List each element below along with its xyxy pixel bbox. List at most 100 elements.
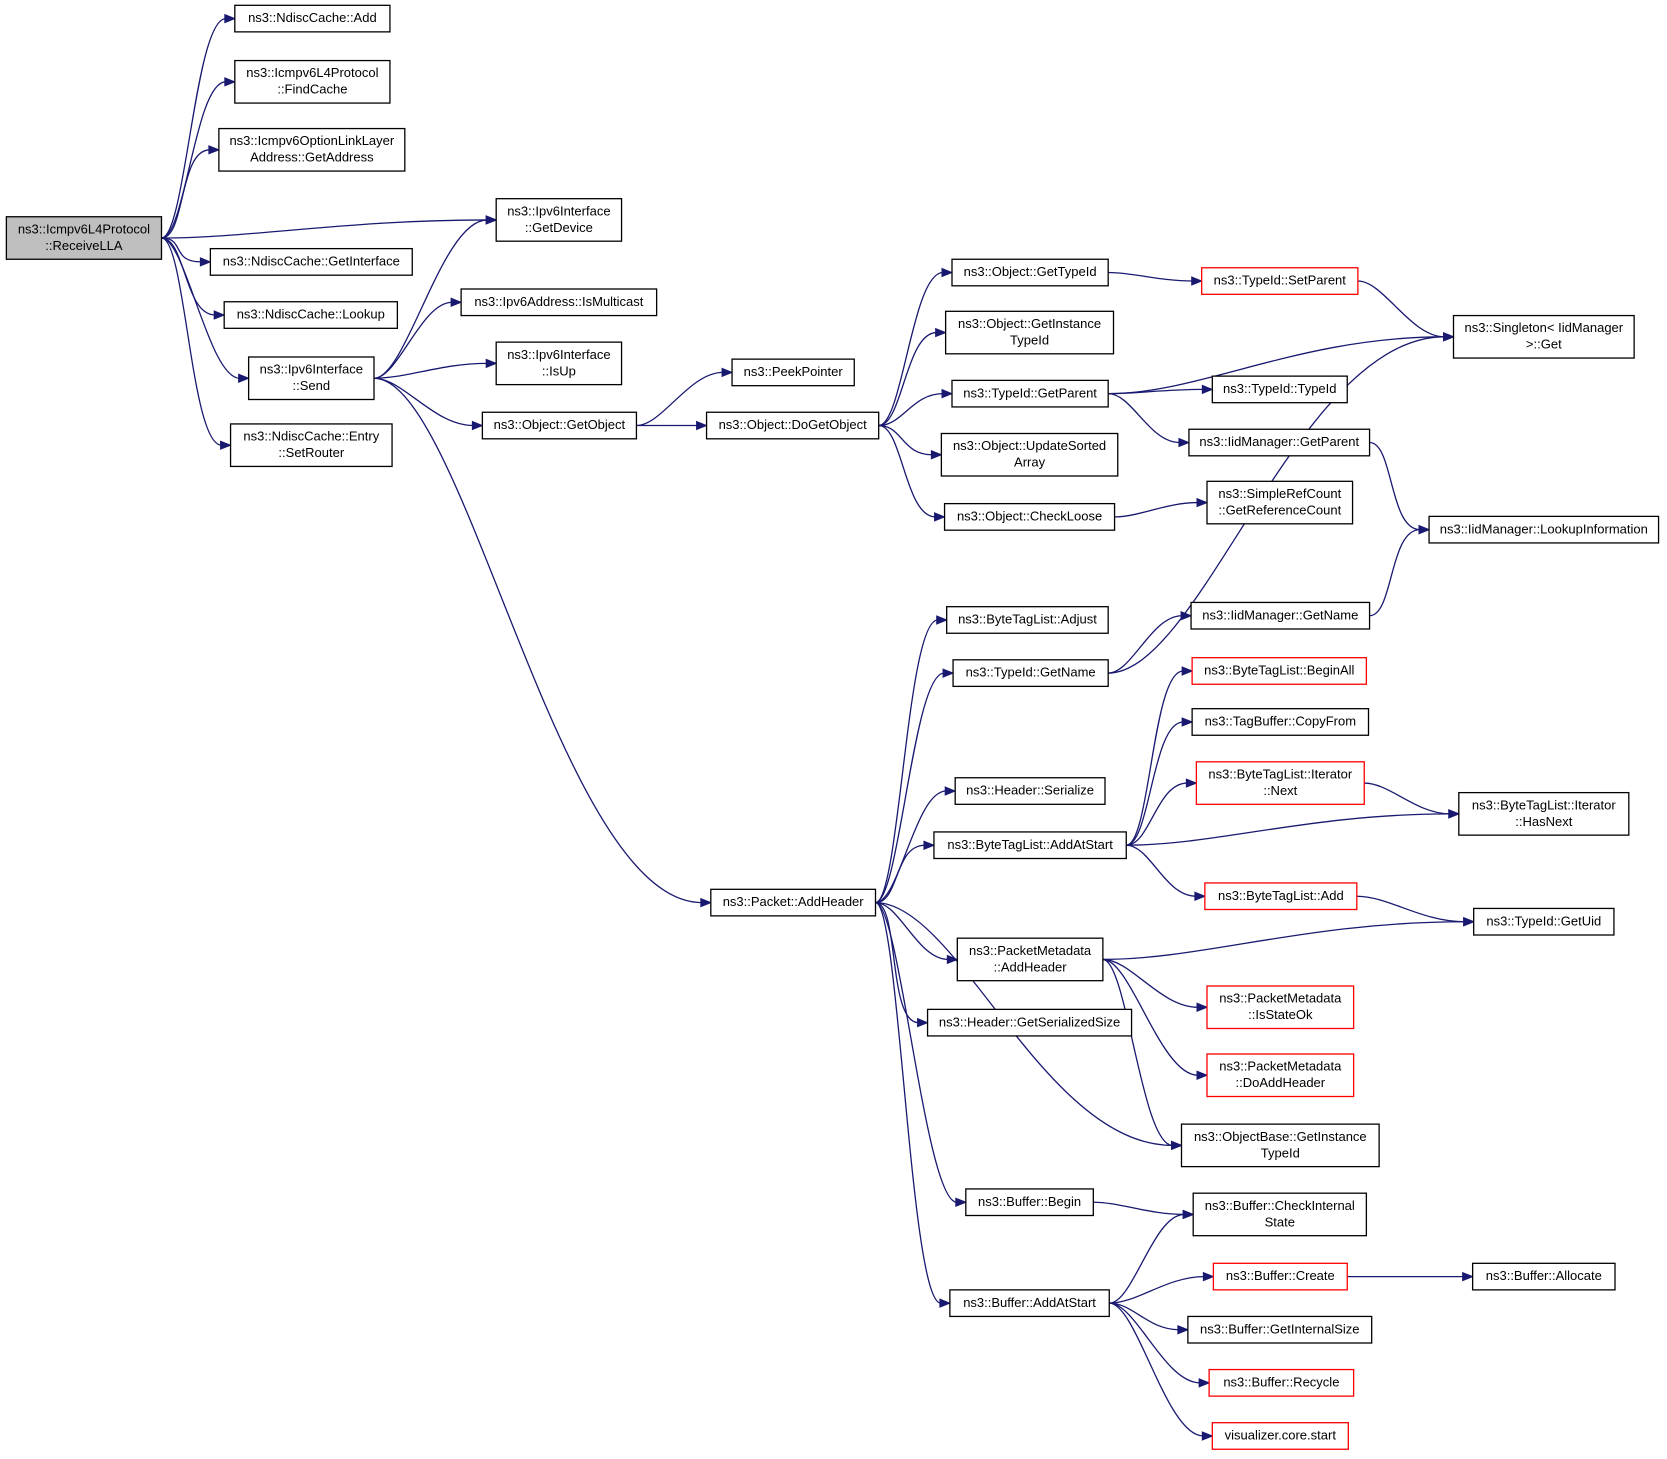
edge-packet_add_header-to-bytetaglist_adjust <box>875 619 938 904</box>
node-typeid-typeid[interactable]: ns3::TypeId::TypeId <box>1211 375 1348 404</box>
node-simple-ref-count[interactable]: ns3::SimpleRefCount::GetReferenceCount <box>1206 480 1354 525</box>
node-box <box>218 127 406 172</box>
node-box <box>1206 480 1354 525</box>
node-iterator-next[interactable]: ns3::ByteTagList::Iterator::Next <box>1195 761 1365 805</box>
node-ipv6if-get-device[interactable]: ns3::Ipv6Interface::GetDevice <box>495 198 623 242</box>
edge-object_check_loose-to-simple_ref_count <box>1114 501 1199 518</box>
node-label: ::Next <box>1263 783 1297 798</box>
node-buffer-allocate[interactable]: ns3::Buffer::Allocate <box>1471 1262 1616 1291</box>
node-label: ns3::PacketMetadata <box>1219 1059 1342 1074</box>
arrowhead-receive_lla-to-ndisc_get_interface <box>199 257 212 267</box>
node-label: ns3::NdiscCache::Add <box>248 10 377 25</box>
node-label: ::DoAddHeader <box>1236 1075 1326 1090</box>
node-receive-lla[interactable]: ns3::Icmpv6L4Protocol::ReceiveLLA <box>5 216 163 260</box>
node-object-get-type-id[interactable]: ns3::Object::GetTypeId <box>951 258 1109 287</box>
node-label: ns3::ObjectBase::GetInstance <box>1194 1129 1367 1144</box>
node-typeid-set-parent[interactable]: ns3::TypeId::SetParent <box>1201 267 1359 295</box>
node-bytetaglist-adjust[interactable]: ns3::ByteTagList::Adjust <box>946 606 1109 634</box>
node-ndisc-add[interactable]: ns3::NdiscCache::Add <box>234 4 391 33</box>
node-typeid-get-uid[interactable]: ns3::TypeId::GetUid <box>1473 907 1615 936</box>
node-label: ns3::Buffer::Recycle <box>1223 1374 1339 1389</box>
node-ipv6if-is-up[interactable]: ns3::Ipv6Interface::IsUp <box>495 341 623 386</box>
node-peek-pointer[interactable]: ns3::PeekPointer <box>731 358 855 387</box>
node-buffer-recycle[interactable]: ns3::Buffer::Recycle <box>1208 1368 1355 1397</box>
node-label: ::IsStateOk <box>1248 1007 1313 1022</box>
node-packetmetadata-is-state-ok[interactable]: ns3::PacketMetadata::IsStateOk <box>1206 985 1355 1030</box>
edge-packet_add_header-to-buffer_add_at_start <box>875 901 942 1304</box>
arrowhead-object_get_type_id-to-typeid_set_parent <box>1191 276 1204 286</box>
node-bytetaglist-add-at-start[interactable]: ns3::ByteTagList::AddAtStart <box>933 831 1127 860</box>
node-box <box>965 1188 1094 1217</box>
node-box <box>954 777 1106 805</box>
node-buffer-begin[interactable]: ns3::Buffer::Begin <box>965 1188 1094 1217</box>
node-label: ns3::Object::GetObject <box>494 417 626 432</box>
node-box <box>940 432 1119 477</box>
node-object-get-object[interactable]: ns3::Object::GetObject <box>481 411 638 440</box>
node-singleton-get[interactable]: ns3::Singleton< IidManager>::Get <box>1452 314 1635 359</box>
node-ndisc-lookup[interactable]: ns3::NdiscCache::Lookup <box>223 301 399 329</box>
edge-packet_add_header-to-header_serialize <box>875 790 947 904</box>
node-ipv6addr-is-multicast[interactable]: ns3::Ipv6Address::IsMulticast <box>460 288 658 317</box>
node-bytetaglist-begin-all[interactable]: ns3::ByteTagList::BeginAll <box>1191 657 1368 685</box>
node-opt-get-address[interactable]: ns3::Icmpv6OptionLinkLayerAddress::GetAd… <box>218 127 406 172</box>
node-label: ns3::Icmpv6L4Protocol <box>18 221 150 236</box>
node-buffer-get-internal-size[interactable]: ns3::Buffer::GetInternalSize <box>1187 1315 1373 1344</box>
node-header-serialize[interactable]: ns3::Header::Serialize <box>954 777 1106 805</box>
arrowhead-receive_lla-to-ndisc_lookup <box>213 310 226 320</box>
node-ndisc-get-interface[interactable]: ns3::NdiscCache::GetInterface <box>209 247 413 276</box>
node-buffer-add-at-start[interactable]: ns3::Buffer::AddAtStart <box>949 1289 1110 1318</box>
node-typeid-get-parent[interactable]: ns3::TypeId::GetParent <box>951 379 1109 408</box>
nodes-layer: ns3::Icmpv6L4Protocol::ReceiveLLAns3::Nd… <box>5 4 1660 1450</box>
edge-buffer_begin-to-buffer_check_internal_state <box>1093 1201 1185 1216</box>
node-box <box>1458 791 1630 836</box>
node-box <box>1191 657 1368 685</box>
edge-packet_add_header-to-buffer_begin <box>875 901 958 1203</box>
node-typeid-get-name[interactable]: ns3::TypeId::GetName <box>952 659 1109 688</box>
node-label: ns3::Object::GetInstance <box>958 316 1101 331</box>
node-find-cache[interactable]: ns3::Icmpv6L4Protocol::FindCache <box>234 59 391 104</box>
edge-packet_add_header-to-header_get_serialized_size <box>875 901 919 1024</box>
edge-packet_add_header-to-typeid_get_name <box>875 672 945 904</box>
node-ipv6if-send[interactable]: ns3::Ipv6Interface::Send <box>247 356 375 401</box>
node-bytetaglist-add[interactable]: ns3::ByteTagList::Add <box>1204 882 1358 911</box>
edge-packetmetadata_add_header-to-packetmetadata_is_state_ok <box>1102 958 1199 1008</box>
node-object-check-loose[interactable]: ns3::Object::CheckLoose <box>943 502 1116 531</box>
edge-typeid_get_parent-to-typeid_typeid <box>1108 388 1204 395</box>
node-iidmanager-get-name[interactable]: ns3::IidManager::GetName <box>1190 601 1371 630</box>
edge-object_do_get_object-to-object_update_sorted_array <box>878 424 933 456</box>
node-packet-add-header[interactable]: ns3::Packet::AddHeader <box>710 888 877 917</box>
node-iidmanager-lookup-information[interactable]: ns3::IidManager::LookupInformation <box>1428 515 1660 544</box>
edge-object_do_get_object-to-object_check_loose <box>878 424 936 518</box>
node-label: Array <box>1014 455 1046 470</box>
node-object-do-get-object[interactable]: ns3::Object::DoGetObject <box>705 411 880 440</box>
arrowhead-packet_add_header-to-packetmetadata_add_header <box>946 954 959 965</box>
arrowhead-object_check_loose-to-simple_ref_count <box>1196 497 1209 508</box>
arrowhead-buffer_create-to-buffer_allocate <box>1462 1271 1474 1282</box>
node-tagbuffer-copy-from[interactable]: ns3::TagBuffer::CopyFrom <box>1191 708 1370 736</box>
arrowhead-buffer_add_at_start-to-buffer_recycle <box>1198 1378 1211 1388</box>
node-packetmetadata-do-add-header[interactable]: ns3::PacketMetadata::DoAddHeader <box>1206 1053 1355 1098</box>
node-header-get-serialized-size[interactable]: ns3::Header::GetSerializedSize <box>926 1008 1133 1037</box>
node-buffer-create[interactable]: ns3::Buffer::Create <box>1212 1262 1348 1291</box>
edge-bytetaglist_add_at_start-to-iterator_next <box>1126 782 1188 846</box>
arrowhead-object_do_get_object-to-object_get_instance_type_id <box>935 327 947 338</box>
node-label: ns3::Singleton< IidManager <box>1464 320 1623 335</box>
node-label: ns3::Ipv6Interface <box>260 362 363 377</box>
node-label: ns3::IidManager::LookupInformation <box>1440 521 1648 536</box>
node-box <box>956 937 1104 982</box>
edge-bytetaglist_add_at_start-to-bytetaglist_add <box>1126 844 1196 897</box>
arrowhead-receive_lla-to-entry_set_router <box>220 440 232 450</box>
node-entry-set-router[interactable]: ns3::NdiscCache::Entry::SetRouter <box>229 423 393 468</box>
node-iterator-has-next[interactable]: ns3::ByteTagList::Iterator::HasNext <box>1458 791 1630 836</box>
node-iidmanager-get-parent[interactable]: ns3::IidManager::GetParent <box>1188 428 1371 457</box>
node-label: ::AddHeader <box>994 959 1068 974</box>
node-label: ns3::Buffer::AddAtStart <box>963 1295 1096 1310</box>
node-visualizer-core-start[interactable]: visualizer.core.start <box>1211 1422 1349 1450</box>
node-box <box>229 423 393 468</box>
node-box <box>1206 1053 1355 1098</box>
node-packetmetadata-add-header[interactable]: ns3::PacketMetadata::AddHeader <box>956 937 1104 982</box>
